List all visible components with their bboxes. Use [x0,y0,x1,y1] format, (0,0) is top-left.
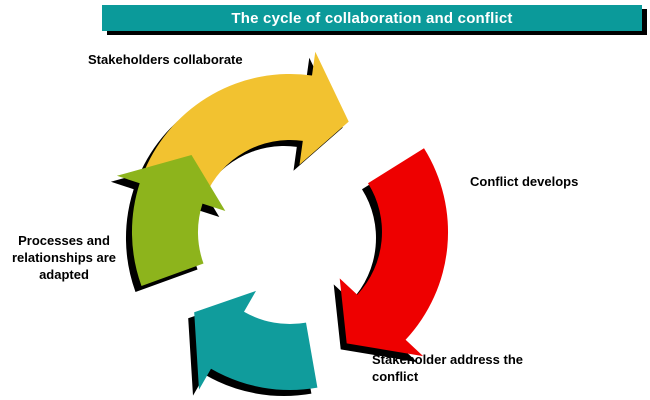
arrow-adapt-body [116,155,226,286]
label-stakeholders-collaborate: Stakeholders collaborate [88,52,243,67]
title-banner: The cycle of collaboration and conflict [102,5,642,31]
label-stakeholder-address: Stakeholder address the conflict [372,352,523,384]
diagram-title: The cycle of collaboration and conflict [231,9,513,27]
arrow-conflict-develops-body [339,148,449,357]
arrow-adapt [110,155,226,292]
arrow-conflict-develops [333,148,449,363]
arrow-collaborate-body [144,51,349,197]
arrow-address-conflict-body [194,290,318,390]
arrow-address-conflict [188,290,318,396]
label-processes-adapted: Processes and relationships are adapted [11,233,117,282]
label-conflict-develops: Conflict develops [470,174,579,189]
